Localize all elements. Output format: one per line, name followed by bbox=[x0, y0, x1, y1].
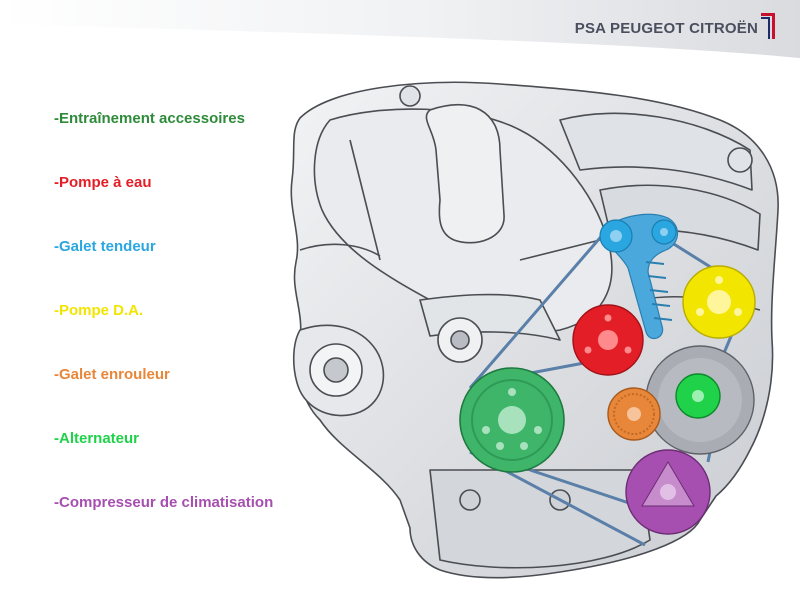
engine-diagram bbox=[290, 81, 779, 579]
idler-pulley bbox=[607, 387, 661, 441]
ac-compressor-pulley bbox=[625, 449, 711, 535]
legend-item-accessory-drive: -Entraînement accessoires bbox=[54, 110, 245, 127]
legend-item-power-steering-pump: -Pompe D.A. bbox=[54, 302, 144, 319]
alternator-pulley bbox=[675, 373, 721, 419]
tensioner-pulley-secondary bbox=[651, 219, 677, 245]
legend-item-ac-compressor: -Compresseur de climatisation bbox=[54, 494, 274, 511]
legend-item-tensioner-pulley: -Galet tendeur bbox=[54, 238, 156, 255]
legend-item-idler-pulley: -Galet enrouleur bbox=[54, 366, 170, 383]
crankshaft-pulley bbox=[459, 367, 565, 473]
brand-logo-mark bbox=[761, 13, 775, 39]
water-pump-pulley bbox=[572, 304, 644, 376]
brand-name: PSA PEUGEOT CITROËN bbox=[574, 20, 758, 37]
header-band bbox=[0, 0, 800, 58]
legend-item-water-pump: -Pompe à eau bbox=[54, 174, 152, 191]
power-steering-pump-pulley bbox=[682, 265, 756, 339]
tensioner-pulley bbox=[599, 219, 633, 253]
legend-item-alternator: -Alternateur bbox=[54, 430, 140, 447]
